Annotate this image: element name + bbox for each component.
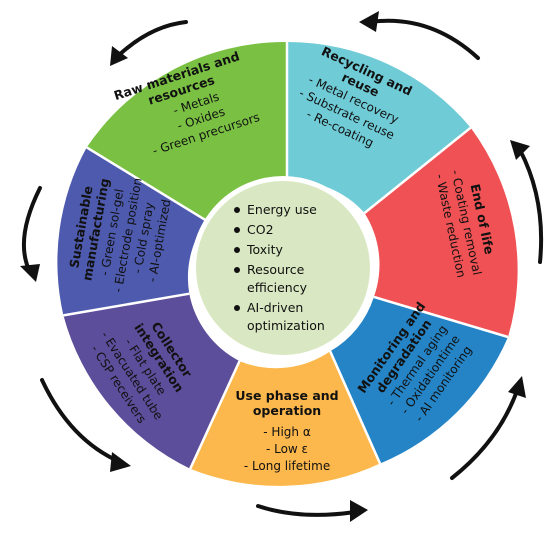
segment-monitoring (330, 296, 508, 464)
arrowhead-icon (20, 264, 40, 282)
bullet-icon (234, 305, 240, 311)
cycle-arrow (450, 386, 520, 480)
center-item-co2: CO2 (247, 222, 274, 237)
center-item-resource: Resource (247, 262, 305, 277)
arrowhead-icon (110, 452, 131, 472)
center-circle (196, 181, 370, 355)
lifecycle-ring (57, 41, 518, 486)
segment-title: Use phase and (235, 388, 338, 403)
segment-item: - High α (263, 425, 311, 439)
center-metrics: Energy use CO2 Toxity Resource efficienc… (234, 202, 325, 333)
bullet-icon (234, 247, 240, 253)
segment-use-phase (190, 351, 380, 486)
cycle-arrow (116, 20, 188, 58)
segment-item: - Long lifetime (244, 459, 330, 473)
bullet-icon (234, 227, 240, 233)
bullet-icon (234, 207, 240, 213)
center-item-toxity: Toxity (246, 242, 284, 257)
segment-recycling (287, 41, 471, 213)
segment-collector-integration (63, 293, 240, 469)
arrowhead-icon (359, 11, 379, 32)
segment-title: operation (253, 403, 321, 418)
segment-sustainable-manufacturing (57, 147, 207, 316)
center-item-efficiency: efficiency (247, 280, 308, 295)
segment-item: - Low ε (266, 442, 308, 456)
label-sustainable-manufacturing: Sustainable manufacturing - Green sol-ge… (66, 177, 173, 294)
center-item-optimization: optimization (247, 318, 325, 333)
arrowhead-icon (110, 46, 128, 66)
arrowhead-icon (508, 376, 526, 398)
cycle-arrow (518, 148, 544, 264)
cycle-arrow (21, 186, 42, 274)
segment-dividers (63, 42, 509, 470)
bullet-icon (234, 267, 240, 273)
center-item-energy: Energy use (247, 202, 317, 217)
segment-raw-materials (86, 41, 287, 221)
cycle-arrow (40, 378, 122, 464)
segment-end-of-life (364, 127, 518, 337)
arrowhead-icon (510, 140, 530, 160)
cycle-arrow (368, 18, 480, 60)
label-use-phase: Use phase and operation - High α - Low ε… (235, 388, 338, 473)
cycle-arrows (20, 11, 544, 522)
arrowhead-icon (350, 500, 368, 522)
center-item-ai-driven: AI-driven (247, 300, 303, 315)
cycle-arrow (256, 504, 357, 517)
